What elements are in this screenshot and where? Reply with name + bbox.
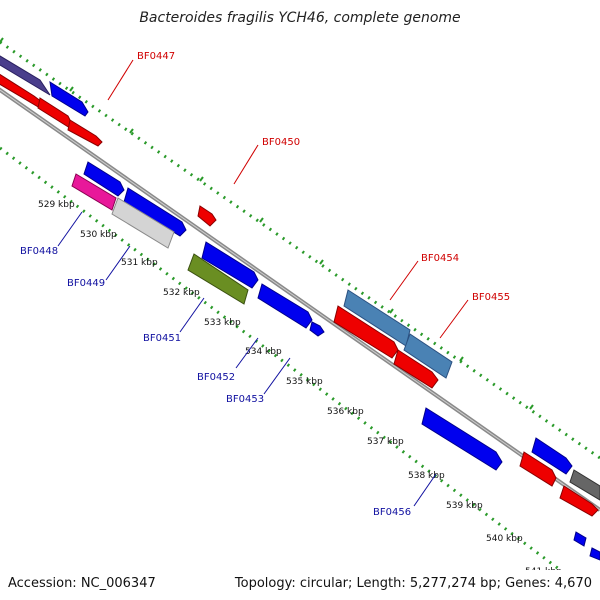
page-title: Bacteroides fragilis YCH46, complete gen… — [139, 10, 460, 26]
tick-label: 536 kbp — [327, 407, 364, 417]
gene-red-c[interactable] — [333, 305, 399, 359]
label-BF0455[interactable]: BF0455 — [472, 292, 510, 303]
tick-label: 535 kbp — [286, 377, 323, 387]
gene-BF0449-block[interactable] — [111, 197, 175, 249]
gene-red-d[interactable] — [393, 349, 439, 389]
label-BF0451[interactable]: BF0451 — [143, 333, 181, 344]
labels-bottom: BF0448 BF0449 BF0451 BF0452 BF0453 BF045… — [20, 211, 437, 518]
gene-blue-c[interactable] — [201, 241, 259, 289]
gene-blue-f[interactable] — [573, 531, 587, 547]
label-BF0450[interactable]: BF0450 — [262, 137, 300, 148]
tick-label: 537 kbp — [367, 437, 404, 447]
tick-label: 532 kbp — [163, 288, 200, 298]
labels-top: BF0447 BF0450 BF0454 BF0455 — [107, 51, 510, 339]
tick-labels: 529 kbp 530 kbp 531 kbp 532 kbp 533 kbp … — [38, 200, 562, 577]
label-BF0454[interactable]: BF0454 — [421, 253, 459, 264]
reverse-genes-top[interactable] — [0, 72, 103, 147]
tick-label: 534 kbp — [245, 347, 282, 357]
gene-red-f[interactable] — [559, 485, 599, 517]
summary-text: Topology: circular; Length: 5,277,274 bp… — [234, 576, 592, 591]
tick-label: 533 kbp — [204, 318, 241, 328]
gene-BF0448-block[interactable] — [71, 173, 117, 211]
outer-dotted-track — [0, 40, 600, 460]
label-BF0447[interactable]: BF0447 — [137, 51, 175, 62]
tick-label: 531 kbp — [121, 258, 158, 268]
gene-blue-small[interactable] — [309, 321, 325, 337]
gene-dark-block[interactable] — [569, 469, 600, 501]
gene-BF0456-block[interactable] — [421, 407, 503, 471]
gene-blue-a[interactable] — [83, 161, 125, 197]
inner-dotted-track — [0, 146, 600, 600]
label-BF0449[interactable]: BF0449 — [67, 278, 105, 289]
footer-bg — [0, 570, 600, 600]
accession-text: Accession: NC_006347 — [8, 576, 156, 591]
gene-BF0455-block[interactable] — [403, 333, 453, 379]
gene-blue-g[interactable] — [589, 547, 600, 561]
tick-label: 539 kbp — [446, 501, 483, 511]
gene-blue-e[interactable] — [531, 437, 573, 475]
label-BF0448[interactable]: BF0448 — [20, 246, 58, 257]
label-BF0456[interactable]: BF0456 — [373, 507, 411, 518]
backbone-highlight — [0, 89, 600, 511]
label-BF0452[interactable]: BF0452 — [197, 372, 235, 383]
gene-blue-d[interactable] — [257, 283, 313, 329]
gene-BF0447-block[interactable] — [0, 50, 89, 117]
tick-label: 529 kbp — [38, 200, 75, 210]
tick-label: 540 kbp — [486, 534, 523, 544]
tick-label: 530 kbp — [80, 230, 117, 240]
gene-blue-b[interactable] — [123, 187, 187, 237]
label-BF0453[interactable]: BF0453 — [226, 394, 264, 405]
outer-major-ticks — [0, 37, 534, 410]
gene-BF0451-block[interactable] — [187, 253, 249, 305]
gene-red-e[interactable] — [519, 451, 557, 487]
tick-label: 538 kbp — [408, 471, 445, 481]
gene-red-small[interactable] — [197, 205, 217, 227]
